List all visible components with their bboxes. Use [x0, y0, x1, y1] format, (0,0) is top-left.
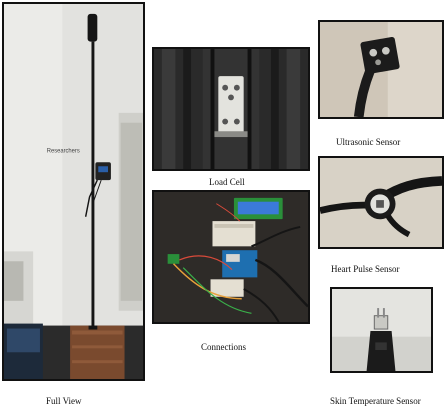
caption-ultrasonic: Ultrasonic Sensor: [336, 137, 401, 147]
caption-full-view: Full View: [46, 396, 82, 406]
photo-ultrasonic: [318, 20, 444, 119]
photo-skin-temp: [330, 287, 433, 373]
heart-pulse-scene: [320, 158, 442, 247]
load-cell-scene: [154, 49, 308, 169]
whiteboard-scribble: Researchers: [47, 148, 80, 154]
skin-temp-scene: [332, 289, 431, 371]
caption-connections: Connections: [201, 342, 246, 352]
connections-scene: [154, 192, 308, 322]
photo-connections: [152, 190, 310, 324]
caption-skin-temp: Skin Temperature Sensor: [330, 396, 421, 406]
caption-load-cell: Load Cell: [209, 177, 245, 187]
photo-full-view: Researchers: [2, 2, 145, 381]
full-view-scene: Researchers: [4, 4, 143, 379]
ultrasonic-scene: [320, 22, 442, 117]
photo-heart-pulse: [318, 156, 444, 249]
caption-heart-pulse: Heart Pulse Sensor: [331, 264, 400, 274]
photo-load-cell: [152, 47, 310, 171]
